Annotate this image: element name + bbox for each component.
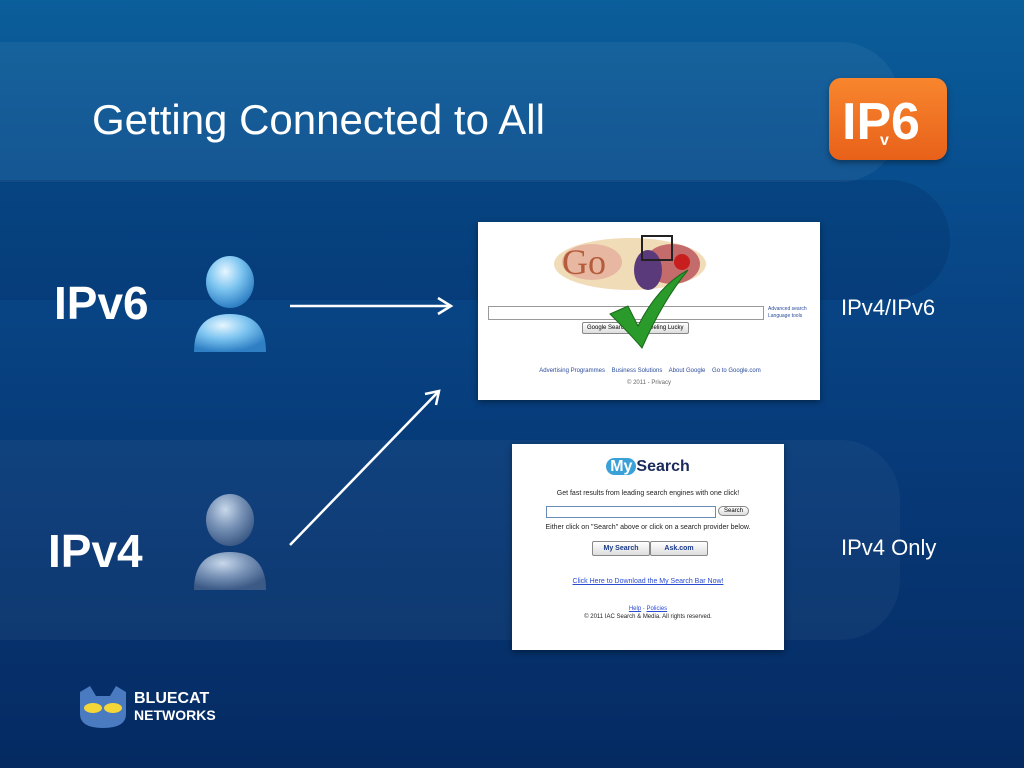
mysearch-policies-link[interactable]: Policies <box>646 606 668 612</box>
ipv4-arrow <box>289 391 439 546</box>
google-footer-link[interactable]: About Google <box>668 368 706 374</box>
user-icon <box>194 256 266 352</box>
ipv6-arrowhead <box>437 296 454 316</box>
bluecat-brand-line1: BLUECAT <box>134 690 210 707</box>
google-copyright: © 2011 - Privacy <box>627 380 671 386</box>
mysearch-logo-my: My <box>606 458 637 475</box>
mysearch-instruction: Either click on "Search" above or click … <box>545 524 751 531</box>
checkmark-icon <box>609 269 689 349</box>
mysearch-logo-search: Search <box>636 458 690 475</box>
ipv4-ipv6-caption: IPv4/IPv6 <box>841 295 936 320</box>
mysearch-search-button[interactable]: Search <box>718 506 750 516</box>
ipv6-label: IPv6 <box>54 277 149 329</box>
mysearch-input[interactable] <box>546 506 716 518</box>
mysearch-copyright: © 2011 IAC Search & Media. All rights re… <box>584 614 712 620</box>
svg-text:v: v <box>880 132 889 149</box>
google-footer-link[interactable]: Business Solutions <box>611 368 663 374</box>
google-doodle: Go <box>554 235 706 290</box>
ipv4-label: IPv4 <box>48 525 143 577</box>
google-screenshot: Go Advanced search Language tools Google… <box>478 222 820 400</box>
google-language-tools-link[interactable]: Language tools <box>768 313 803 319</box>
page-title: Getting Connected to All <box>92 96 545 143</box>
ipv4-only-caption: IPv4 Only <box>841 535 937 560</box>
mysearch-footer-links: Help · Policies <box>628 606 668 612</box>
svg-text:Go: Go <box>562 242 606 282</box>
bluecat-cat-icon <box>80 686 126 728</box>
bluecat-logo: BLUECAT NETWORKS <box>76 684 216 730</box>
svg-text:IP: IP <box>842 93 891 149</box>
google-advanced-search-link[interactable]: Advanced search <box>768 306 807 312</box>
ipv4-arrowhead <box>424 389 441 406</box>
bluecat-brand-line2: NETWORKS <box>134 707 216 723</box>
user-icon <box>194 494 266 590</box>
ipv6-logo-icon: IP 6 v <box>842 93 920 149</box>
ipv6-logo: IP 6 v <box>829 78 947 160</box>
svg-text:6: 6 <box>891 93 920 149</box>
askcom-provider-button[interactable]: Ask.com <box>650 541 708 556</box>
background-band <box>0 42 900 182</box>
google-footer-link[interactable]: Go to Google.com <box>712 368 761 374</box>
mysearch-download-link[interactable]: Click Here to Download the My Search Bar… <box>572 578 724 585</box>
google-footer-links: Advertising Programmes Business Solution… <box>530 368 770 374</box>
mysearch-provider-button[interactable]: My Search <box>592 541 650 556</box>
google-footer-link[interactable]: Advertising Programmes <box>539 368 605 374</box>
mysearch-tagline: Get fast results from leading search eng… <box>556 490 740 497</box>
mysearch-help-link[interactable]: Help <box>628 606 642 612</box>
